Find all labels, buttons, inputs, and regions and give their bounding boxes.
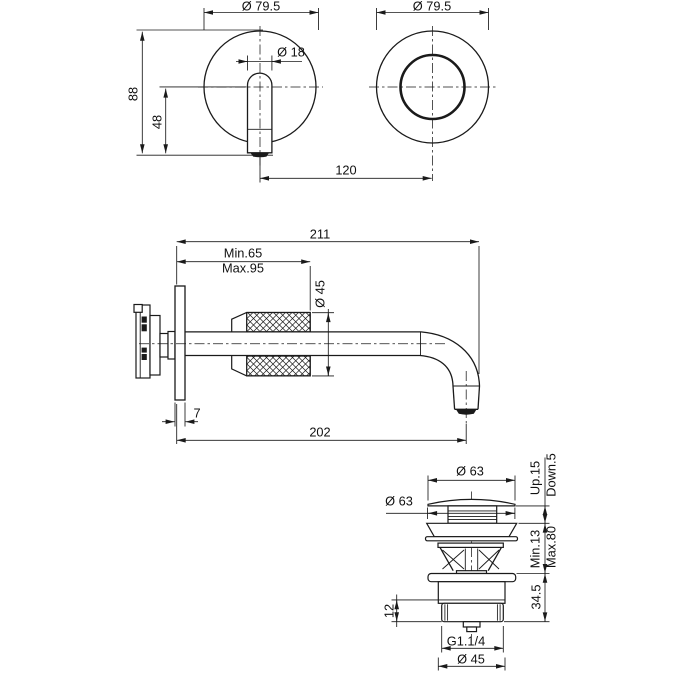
dim-label-travel-up: Up.15 (527, 460, 543, 496)
dim-label-seat-dia: Ø 63 (385, 493, 413, 509)
dim-label-deck-max: Max.80 (543, 526, 559, 568)
dim-label-collar-dia: Ø 45 (312, 280, 328, 308)
dim-label-thread-length: 12 (381, 603, 397, 619)
dim-label-plate-thickness: 7 (193, 405, 201, 421)
dim-label-escutcheon-dia-right: Ø 79.5 (412, 0, 452, 14)
dim-label-deck-min: Min.13 (527, 529, 543, 569)
front-view-spout (259, 8, 496, 183)
dim-label-thread-size: G1.1/4 (446, 633, 486, 649)
side-view-spout (133, 239, 481, 444)
front-view-mixer (136, 8, 323, 166)
drain-view (386, 457, 550, 671)
dim-label-body-height: 34.5 (528, 584, 544, 610)
dim-label-travel-down: Down.5 (543, 453, 559, 497)
dim-label-spout-reach: 202 (309, 424, 331, 440)
dim-label-handle-height: 48 (149, 114, 165, 130)
dim-label-handle-dia: Ø 18 (277, 44, 305, 60)
dim-label-wall-depth-max: Max.95 (222, 260, 264, 276)
dim-label-centers-distance: 120 (335, 162, 357, 178)
dim-label-overall-height: 88 (125, 86, 141, 102)
dim-label-escutcheon-dia-left: Ø 79.5 (241, 0, 281, 14)
dim-label-body-dia: Ø 45 (457, 651, 485, 667)
dim-label-wall-depth-min: Min.65 (223, 245, 263, 261)
dim-label-overall-depth: 211 (309, 226, 331, 242)
dim-label-cap-dia: Ø 63 (456, 463, 484, 479)
